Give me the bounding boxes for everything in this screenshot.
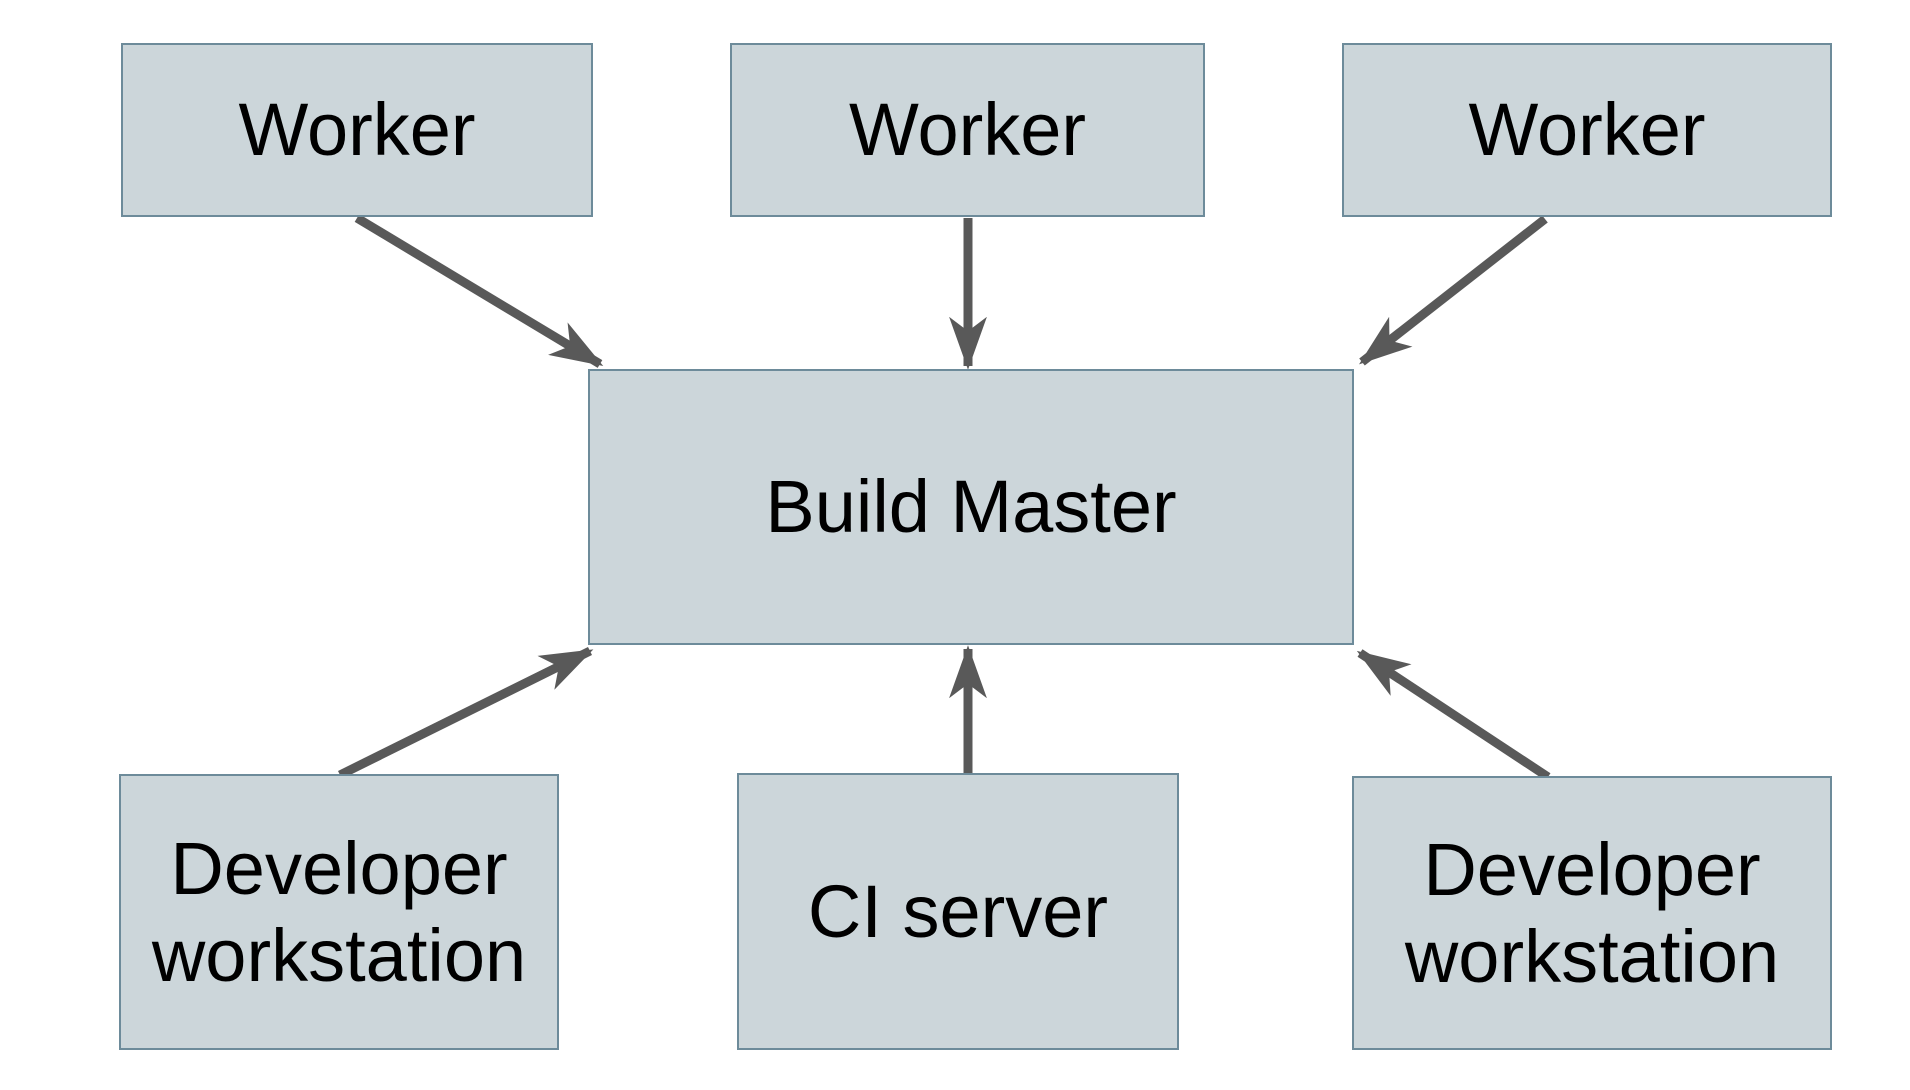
arrow-devworkstation2-to-buildmaster: [1356, 649, 1551, 781]
node-ci-server-label: CI server: [807, 869, 1109, 953]
node-build-master: Build Master: [588, 369, 1354, 645]
node-worker-2: Worker: [730, 43, 1205, 217]
node-developer-workstation-1-label: Developer workstation: [151, 826, 527, 997]
node-ci-server: CI server: [737, 773, 1179, 1050]
node-worker-3: Worker: [1342, 43, 1832, 217]
node-worker-3-label: Worker: [1468, 88, 1706, 172]
arrow-devworkstation1-to-buildmaster: [338, 646, 594, 780]
arrow-worker1-to-buildmaster: [354, 214, 604, 368]
node-developer-workstation-1: Developer workstation: [119, 774, 559, 1050]
node-developer-workstation-2-label: Developer workstation: [1404, 827, 1780, 998]
arrow-worker3-to-buildmaster: [1359, 215, 1548, 366]
node-build-master-label: Build Master: [765, 465, 1177, 549]
node-worker-1: Worker: [121, 43, 593, 217]
node-worker-1-label: Worker: [238, 88, 476, 172]
node-developer-workstation-2: Developer workstation: [1352, 776, 1832, 1050]
node-worker-2-label: Worker: [848, 88, 1087, 172]
